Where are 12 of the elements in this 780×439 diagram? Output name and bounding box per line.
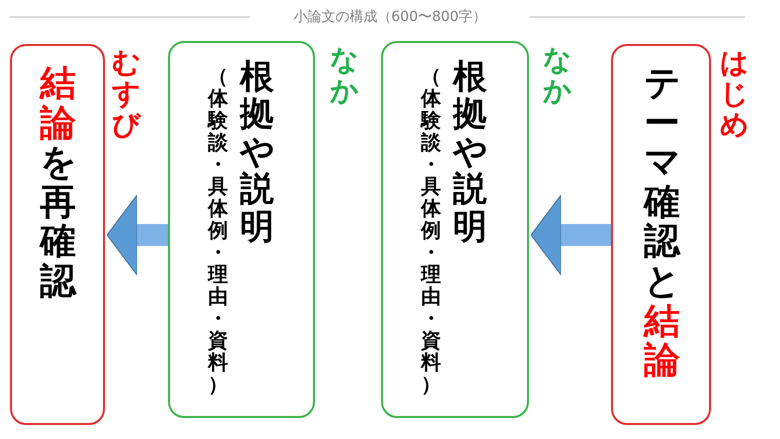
section-note: （体験談・具体例・理由・資料） — [208, 65, 228, 395]
section-text: テーマ確認と結論 — [644, 64, 680, 381]
section-heading: なか — [330, 45, 358, 107]
section-note: （体験談・具体例・理由・資料） — [421, 65, 441, 395]
block-arrow — [106, 194, 168, 276]
section-heading: はじめ — [720, 48, 748, 140]
block-arrow — [530, 194, 611, 276]
section-text: 根拠や説明 — [240, 59, 274, 246]
section-text: 根拠や説明 — [453, 59, 487, 246]
section-heading: なか — [543, 45, 571, 107]
section-text: 結論を再確認 — [40, 64, 76, 302]
section-heading: むすび — [112, 48, 140, 140]
